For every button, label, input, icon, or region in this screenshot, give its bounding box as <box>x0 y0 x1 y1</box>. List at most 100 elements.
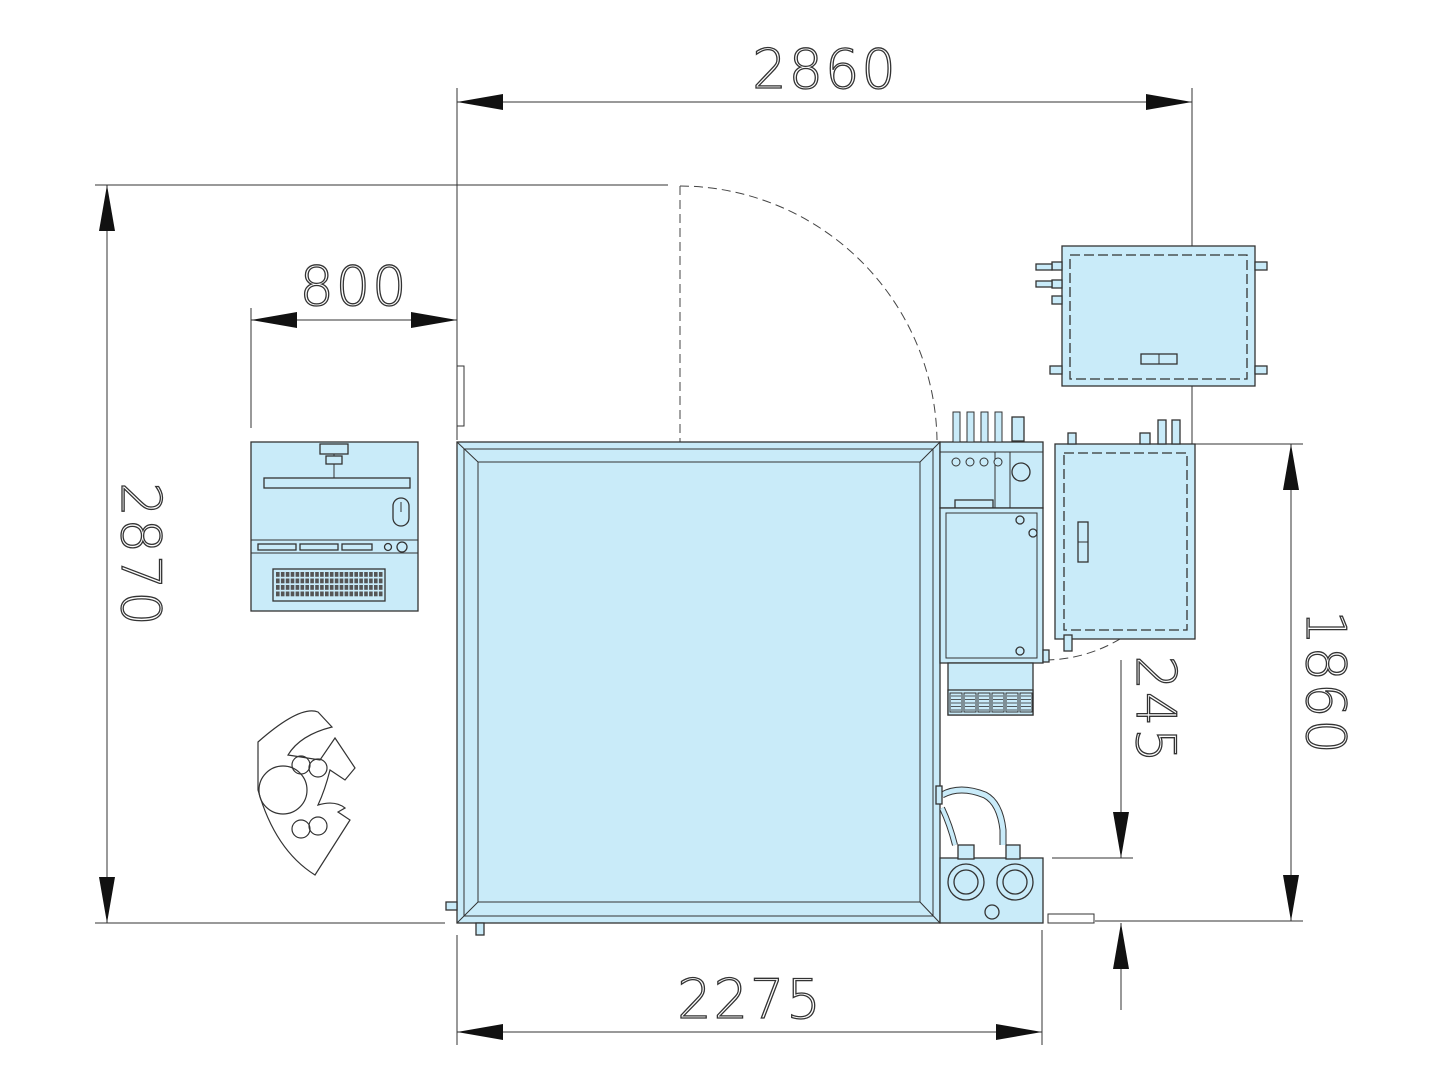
keyboard-key <box>359 591 363 597</box>
keyboard-key <box>349 585 354 590</box>
dimension-label-bottom: 2275 <box>677 968 822 1031</box>
valve <box>994 411 1003 443</box>
keyboard-key <box>325 585 329 590</box>
vent-slot <box>949 692 963 713</box>
keyboard-key <box>349 572 354 577</box>
keyboard-key <box>280 591 285 597</box>
keyboard-key <box>290 578 295 584</box>
keyboard-key <box>305 591 309 597</box>
keyboard-key <box>334 578 339 584</box>
keyboard-key <box>320 585 324 590</box>
vent-slot <box>1019 692 1033 713</box>
keyboard-key <box>310 591 314 597</box>
keyboard-key <box>285 572 290 577</box>
vent-slot <box>991 692 1005 713</box>
keyboard-key <box>300 591 305 597</box>
keyboard-key <box>369 591 373 597</box>
keyboard-key <box>276 591 280 597</box>
keyboard-key <box>285 585 290 590</box>
dimension-label-left: 2870 <box>109 482 172 627</box>
mouse-icon <box>392 497 410 527</box>
keyboard-key <box>369 572 373 577</box>
keyboard-key <box>334 572 339 577</box>
operator-figure-icon <box>257 710 356 876</box>
keyboard-key <box>364 572 368 577</box>
vent-slot <box>963 692 977 713</box>
dimension-bottom-width: 2275 <box>456 930 1043 1045</box>
keyboard-key <box>280 572 285 577</box>
keyboard-key <box>310 585 314 590</box>
dimension-top-width: 2860 <box>456 37 1193 445</box>
keyboard-key <box>276 578 280 584</box>
keyboard-key <box>285 578 290 584</box>
valve-manifold <box>939 411 1044 509</box>
pump-unit <box>935 785 1095 924</box>
dimension-label-right: 1860 <box>1294 610 1357 755</box>
keyboard-key <box>364 578 368 584</box>
keyboard-key <box>305 585 309 590</box>
keyboard-key <box>276 585 280 590</box>
keyboard-key <box>329 591 334 597</box>
keyboard-key <box>300 578 305 584</box>
keyboard-key <box>280 585 285 590</box>
keyboard-key <box>315 578 319 584</box>
keyboard-key <box>369 578 373 584</box>
valve <box>952 411 961 443</box>
keyboard-key <box>374 572 378 577</box>
keyboard-key <box>329 572 334 577</box>
keyboard-key <box>300 585 305 590</box>
keyboard-key <box>344 578 349 584</box>
keyboard-key <box>334 585 339 590</box>
keyboard-key <box>339 591 344 597</box>
keyboard-key <box>344 585 349 590</box>
button-strip <box>257 541 408 553</box>
keyboard-key <box>374 591 378 597</box>
keyboard-key <box>320 572 324 577</box>
keyboard-key <box>364 585 368 590</box>
keyboard-key <box>310 572 314 577</box>
vent-unit <box>947 662 1034 716</box>
dimension-label-gap: 245 <box>1124 655 1187 764</box>
remote-unit-lower <box>1054 419 1196 652</box>
keyboard-key <box>315 585 319 590</box>
keyboard-key <box>369 585 373 590</box>
keyboard-key <box>334 591 339 597</box>
keyboard-key <box>310 578 314 584</box>
valve-fitting <box>993 457 1003 467</box>
remote-unit-upper <box>1035 245 1268 387</box>
keyboard-key <box>285 591 290 597</box>
valve-fitting <box>965 457 975 467</box>
keyboard-key <box>295 572 300 577</box>
keyboard-key <box>325 578 329 584</box>
keyboard-key <box>349 578 354 584</box>
keyboard-key <box>344 591 349 597</box>
keyboard-key <box>320 578 324 584</box>
keyboard-key <box>295 591 300 597</box>
keyboard-key <box>305 572 309 577</box>
keyboard-key <box>374 585 378 590</box>
keyboard-key <box>280 578 285 584</box>
keyboard-key <box>344 572 349 577</box>
keyboard-key <box>295 578 300 584</box>
keyboard-key <box>290 572 295 577</box>
keyboard-key <box>315 591 319 597</box>
keyboard-key <box>359 572 363 577</box>
keyboard-key <box>290 591 295 597</box>
keyboard-key <box>378 572 383 577</box>
keyboard-key <box>359 578 363 584</box>
keyboard-key <box>325 591 329 597</box>
dimension-label-top: 2860 <box>752 38 897 101</box>
keyboard-key <box>364 591 368 597</box>
keyboard-key <box>354 591 358 597</box>
keyboard-key <box>354 572 358 577</box>
valve-fitting <box>979 457 989 467</box>
keyboard-key <box>349 591 354 597</box>
keyboard-key <box>295 585 300 590</box>
keyboard-key <box>359 585 363 590</box>
vent-slot <box>977 692 991 713</box>
valve <box>966 411 975 443</box>
keyboard-key <box>354 578 358 584</box>
valve-fitting <box>951 457 961 467</box>
operator-console <box>250 441 419 612</box>
